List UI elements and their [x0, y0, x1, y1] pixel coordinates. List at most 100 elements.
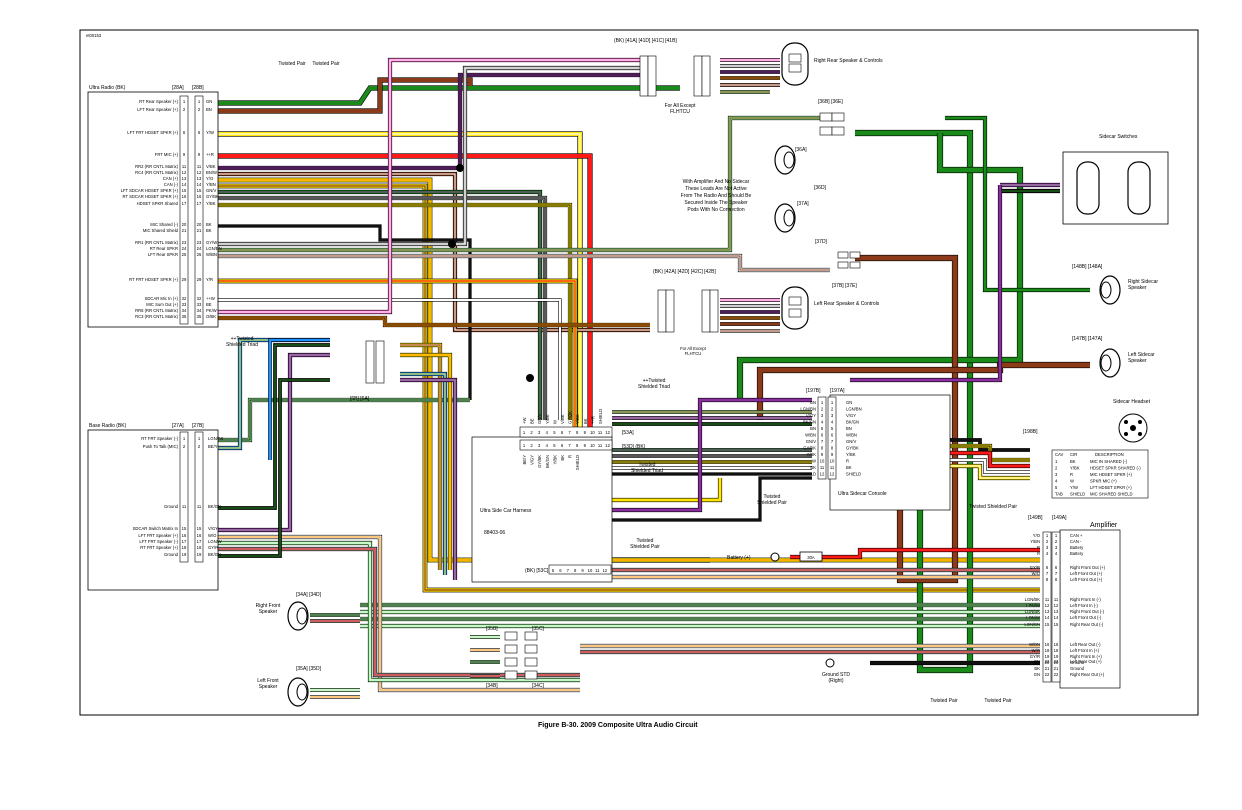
console-pin-num-b: 12	[830, 472, 835, 477]
amp-pin-num: 6	[1046, 565, 1049, 570]
wire-low-v	[555, 398, 812, 512]
conn-36d-label: [36D]	[814, 185, 827, 191]
base-pin-label: LFT FRT Speaker (-)	[139, 539, 178, 544]
for-all-except-1: FLHTCU	[670, 109, 690, 115]
ultra-pin-num: 32	[182, 296, 187, 301]
wire-b-bkgn2-stripe	[208, 379, 330, 557]
conn-53c-pin: 9	[581, 568, 584, 573]
base-pin-wire: GY/R	[208, 545, 218, 550]
amp-pin-num-b: 14	[1054, 615, 1059, 620]
conn-6b-label: [6B] [6A]	[350, 396, 370, 402]
ultra-pin-wire: GY/BK	[206, 194, 219, 199]
connector-body	[819, 112, 833, 122]
amp-pin-wire: Y/BN	[1030, 539, 1040, 544]
ultra-pin-label: RC3 (RR CNTL Matrix)	[135, 314, 178, 319]
for-all-except-2: For All Except	[680, 346, 707, 351]
amp-pin-num-b: 2	[1055, 539, 1058, 544]
ultra-pin-num: 16	[182, 194, 187, 199]
ultra-pin-num: 15	[182, 188, 187, 193]
ultra-pin-num: 20	[182, 222, 187, 227]
amp-pin-wire: GN	[1034, 672, 1040, 677]
harness-53d: [53D] (BK)	[622, 444, 646, 450]
ultra-pin-label: RC4 (RR CNTL Matrix)	[135, 170, 178, 175]
base-pin-num-b: 18	[197, 545, 202, 550]
amp-pin-num-b: 22	[1054, 672, 1059, 677]
conn-36-label: [36B] [36E]	[818, 99, 843, 105]
wire-gn-rt-rear	[208, 86, 680, 105]
connector-body	[647, 55, 657, 97]
base-pin-label: RT FRT Speaker (+)	[140, 545, 178, 550]
console-pin-num: 11	[820, 465, 825, 470]
ultra-pin-wire: BN	[206, 107, 212, 112]
ultra-pin-num: 34	[182, 308, 187, 313]
ultra-pin-label: CAN (+)	[163, 176, 179, 181]
amp-pin-wire: R	[1037, 545, 1040, 550]
headset-row-cir: R	[1070, 472, 1073, 477]
connector-body	[639, 55, 649, 97]
harness-pin-top: 6	[561, 430, 564, 435]
console-pin-num-b: 1	[831, 400, 834, 405]
ultra-pin-label: MIC Shared Shield	[143, 228, 179, 233]
ultra-pin-num-b: 14	[197, 182, 202, 187]
amp-pin-label: Right Front Out (-)	[1070, 609, 1105, 614]
ultra-pin-num: 33	[182, 302, 187, 307]
amp-pin-label: Ground	[1070, 666, 1085, 671]
harness-pin-top: 11	[598, 430, 603, 435]
console-pin-wire-l: BK/GN	[803, 420, 816, 425]
conn-37b-label: [37B] [37E]	[832, 283, 857, 289]
harness-bottom-wire: BK	[560, 455, 565, 461]
ultra-pin-num: 13	[182, 176, 187, 181]
ultra-pin-wire: BK	[206, 222, 212, 227]
harness-bottom-wire: Y/BK	[552, 455, 557, 465]
ultra-pin-num-b: 32	[197, 296, 202, 301]
splice-dot	[456, 164, 464, 172]
amp-pin-label: Right Rear Out (+)	[1070, 672, 1105, 677]
ultra-pin-num: 11	[182, 164, 187, 169]
base-radio: Base Radio (BK) [27A] [27B] RT FRT Speak…	[87, 423, 224, 591]
conn-53c-pin: 7	[567, 568, 570, 573]
ultra-pin-label: LFT FRT HDSET SPKR (+)	[127, 130, 178, 135]
ground-std-label: (Right)	[828, 678, 843, 684]
console-pin-wire-r: V/GY	[846, 413, 856, 418]
speaker-34a-dome	[296, 607, 308, 625]
wire-b-vgy-stripe	[208, 354, 330, 531]
ultra-pin-label: RT FRT HDSET SPKR (+)	[129, 277, 178, 282]
base-pin-num: 16	[182, 533, 187, 538]
base-pin-label: Push To Talk (MIC)	[143, 444, 179, 449]
ultra-radio-conn-a: [28A]	[172, 85, 184, 91]
console-pin-num-b: 8	[831, 446, 834, 451]
base-pin-label: LFT FRT Speaker (+)	[138, 533, 178, 538]
sidecar-harness: Ultra Side Car Harness 88403-06 [53A] [5…	[471, 409, 646, 583]
harness-pin-top: 9	[584, 430, 587, 435]
right-rear-speaker: Right Rear Speaker & Controls	[781, 42, 883, 86]
headset-row-desc: MIC HDSET SPKR (+)	[1090, 472, 1133, 477]
base-pin-wire: LGN/BK	[208, 436, 224, 441]
amp-pin-num-b: 21	[1054, 666, 1059, 671]
ultra-pin-num-b: 20	[197, 222, 202, 227]
harness-top-wire: GN/V	[537, 414, 542, 424]
console-pin-num-b: 10	[830, 459, 835, 464]
conn-42-label: (BK) [42A] [42D] [42C] [42B]	[653, 269, 716, 275]
connector-body	[524, 670, 538, 680]
amp-pin-wire: W/BN	[1029, 642, 1040, 647]
connector-body	[524, 631, 538, 641]
twisted-shielded-triad-label-3: Twisted	[639, 462, 656, 468]
amp-pin-num-b: 19	[1054, 654, 1059, 659]
figure-caption: Figure B-30. 2009 Composite Ultra Audio …	[538, 722, 698, 729]
ultra-pin-num: 25	[182, 252, 187, 257]
console-pin-wire-r: GN	[846, 400, 852, 405]
ultra-pin-num-b: 16	[197, 194, 202, 199]
amplifier-title: Amplifier	[1090, 522, 1118, 529]
ultra-radio: Ultra Radio (BK) [28A] [28B] RT Rear Spe…	[87, 85, 222, 328]
amp-pin-num: 19	[1045, 654, 1050, 659]
harness-top-wire: GY/BK	[568, 411, 573, 424]
wire-6a-yv-stripe	[400, 344, 441, 570]
ultra-pin-wire: GY/W	[206, 240, 217, 245]
headset-row-cav: TAB	[1055, 492, 1063, 497]
harness-top-wire: SHIELD	[598, 409, 603, 424]
headset-row-cir: SHIELD	[1070, 492, 1085, 497]
console-pin-num: 10	[820, 459, 825, 464]
twisted-shielded-pair-label-1: Shielded Pair	[757, 500, 787, 506]
base-pin-label: SDCAR Switch Matrix In	[133, 526, 179, 531]
